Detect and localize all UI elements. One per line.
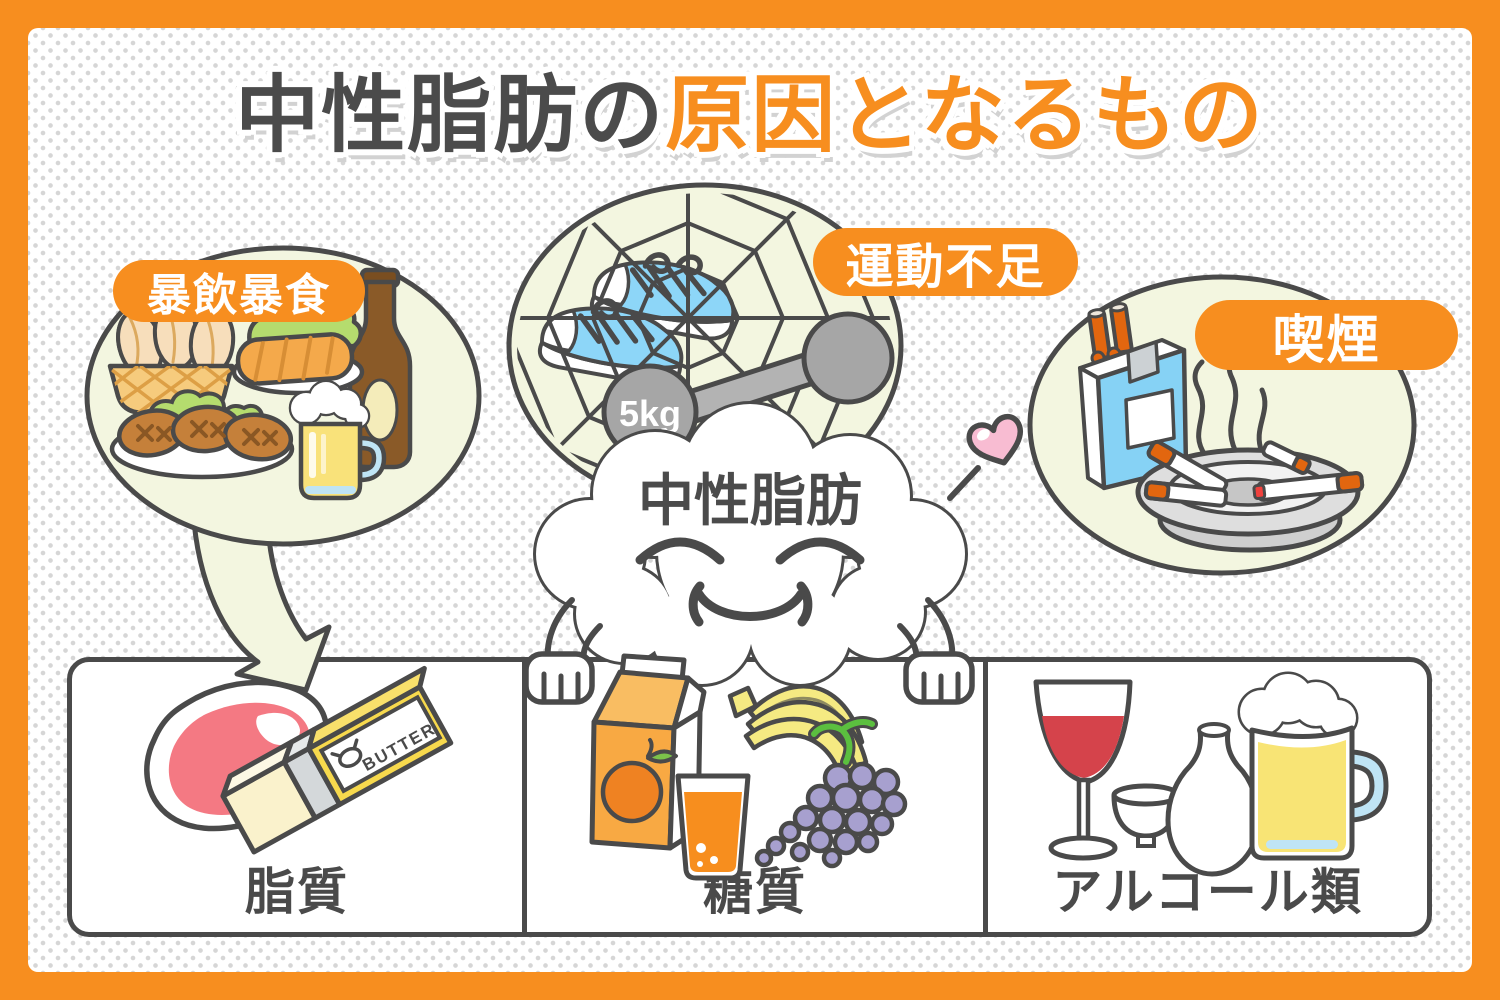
beer-mug-small-icon [288, 379, 387, 501]
title-prefix: 中性脂肪の [235, 68, 666, 162]
category-label-sugar: 糖質 [703, 864, 807, 920]
title-highlight: 原因となるもの [665, 68, 1265, 162]
cigarette-pack-icon [1078, 302, 1189, 491]
cloud-face [635, 537, 865, 627]
heart-icon [966, 414, 1024, 466]
dumbbell-weight-label: 5kg [619, 393, 681, 434]
dumbbell-icon: 5kg [601, 311, 895, 461]
category-cell-sugar: 糖質 [527, 662, 988, 932]
cause-label-smoking: 喫煙 [1272, 311, 1381, 370]
category-panel: 脂質 糖質 アルコール類 [67, 657, 1432, 937]
cause-label-overeating: 暴飲暴食 [147, 271, 331, 320]
cause-label-exercise: 運動不足 [845, 241, 1046, 294]
category-label-alcohol: アルコール類 [1052, 864, 1363, 920]
croquette-plate-icon [109, 389, 295, 480]
cloud-label: 中性脂肪 [638, 469, 862, 532]
cause-badge-overeating: 暴飲暴食 [113, 260, 365, 322]
sparkle-line [947, 465, 981, 501]
category-cell-alcohol: アルコール類 [988, 662, 1427, 932]
category-cell-fat: 脂質 [72, 662, 527, 932]
dotted-canvas: 中性脂肪の原因となるもの 脂質 糖質 アルコール類 [28, 28, 1472, 972]
category-label-fat: 脂質 [245, 864, 349, 920]
cause-badge-exercise: 運動不足 [813, 228, 1078, 296]
cause-badge-smoking: 喫煙 [1195, 300, 1458, 370]
page-title: 中性脂肪の原因となるもの [28, 48, 1472, 169]
ashtray-icon [1135, 439, 1365, 553]
sneakers-icon [537, 252, 736, 387]
